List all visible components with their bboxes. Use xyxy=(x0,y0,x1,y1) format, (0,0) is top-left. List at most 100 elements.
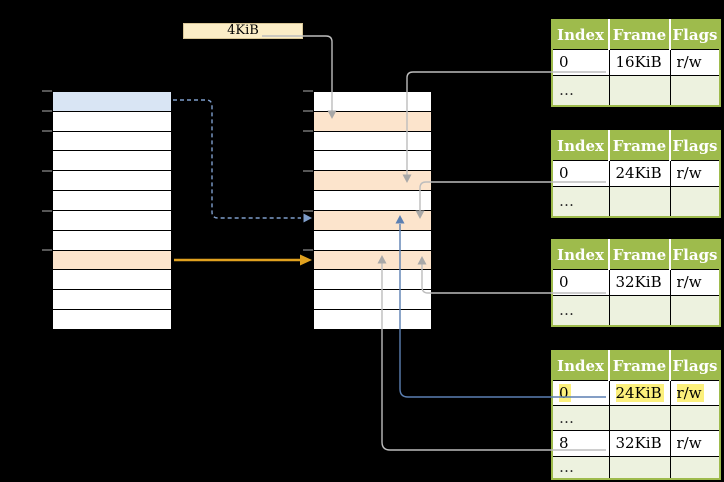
page0-to-frame-24kib-dashed-line xyxy=(173,99,301,219)
page-table-1-header-frame: Frame xyxy=(609,20,671,50)
highlighted-value: 24KiB xyxy=(615,383,664,402)
virtual-memory-column-row-4 xyxy=(53,171,171,192)
page-size-label-box: 4KiB xyxy=(183,23,303,39)
page-size-label: 4KiB xyxy=(227,23,259,38)
page-table-4-row-0-cell-2: r/w xyxy=(669,379,721,406)
page-table-4-row-3-cell-0: … xyxy=(551,455,610,480)
page-table-3-row-0-cell-1: 32KiB xyxy=(608,268,671,296)
page-table-4-row-0-cell-0: 0 xyxy=(551,379,610,406)
page-table-3-row-1-cell-0: … xyxy=(551,294,610,327)
physical-memory-column-tick xyxy=(303,169,313,172)
page-table-4-row-2-cell-2: r/w xyxy=(669,429,721,457)
page-table-1-header-flags: Flags xyxy=(670,20,720,50)
page-table-2-row-1-cell-2 xyxy=(669,185,721,218)
physical-memory-column-tick xyxy=(303,109,313,112)
page-table-3-header-flags: Flags xyxy=(670,240,720,270)
page-table-1-row-1-cell-2 xyxy=(669,74,721,107)
physical-memory-column-tick xyxy=(303,129,313,132)
page-table-4-row-0-cell-1: 24KiB xyxy=(608,379,671,406)
physical-memory-column-row-2 xyxy=(314,132,431,152)
virtual-memory-column-tick xyxy=(42,249,52,252)
page-table-1-row-0-cell-0: 0 xyxy=(551,48,610,76)
physical-memory-column-row-10 xyxy=(314,290,431,311)
virtual-memory-column-tick xyxy=(42,209,52,212)
highlighted-value: 0 xyxy=(559,383,571,402)
page-table-2-header-frame: Frame xyxy=(609,131,671,161)
page-table-2-row-1-cell-0: … xyxy=(551,185,610,218)
page-table-3-header-index: Index xyxy=(552,240,610,270)
physical-memory-column-row-3 xyxy=(314,151,431,172)
virtual-memory-column-row-1 xyxy=(53,112,171,132)
physical-memory-column-tick xyxy=(303,90,313,92)
page-table-1-row-0-cell-2: r/w xyxy=(669,48,721,76)
page-table-4-row-2-cell-0: 8 xyxy=(551,429,610,457)
virtual-memory-column-row-8 xyxy=(53,250,171,271)
page-table-1-row-1: … xyxy=(551,74,721,107)
page-table-2-row-1-cell-1 xyxy=(608,185,671,218)
page-table-3-row-1-cell-2 xyxy=(669,294,721,327)
page-table-2-row-0-cell-0: 0 xyxy=(551,159,610,187)
page-table-1-row-0-cell-1: 16KiB xyxy=(608,48,671,76)
page-table-4-row-1-cell-0: … xyxy=(551,404,610,431)
virtual-memory-column-row-10 xyxy=(53,290,171,311)
page-table-4-row-3-cell-2 xyxy=(669,455,721,480)
physical-memory-column-row-7 xyxy=(314,231,431,251)
virtual-memory-column-row-11 xyxy=(53,310,171,329)
physical-memory-column-row-0 xyxy=(314,92,431,112)
page-table-3-row-0-cell-0: 0 xyxy=(551,268,610,296)
page-table-1-row-1-cell-0: … xyxy=(551,74,610,107)
page-to-frame-32kib-orange-arrowhead xyxy=(300,254,312,266)
page-table-2-row-0-cell-2: r/w xyxy=(669,159,721,187)
physical-memory-column-tick xyxy=(303,209,313,212)
page-table-4-header-frame: Frame xyxy=(609,351,671,381)
virtual-memory-column-row-3 xyxy=(53,151,171,172)
virtual-memory-column-tick xyxy=(42,109,52,112)
page-table-4-row-1: … xyxy=(551,404,721,431)
physical-memory-column-row-4 xyxy=(314,171,431,192)
page-table-4-row-3-cell-1 xyxy=(608,455,671,480)
virtual-memory-column-row-0 xyxy=(53,92,171,112)
page-table-3-row-0-cell-2: r/w xyxy=(669,268,721,296)
physical-memory-column-row-9 xyxy=(314,270,431,291)
page-table-1-header-index: Index xyxy=(552,20,610,50)
page-table-1-row-1-cell-1 xyxy=(608,74,671,107)
page-table-4-row-0: 0 24KiB r/w xyxy=(551,379,721,406)
physical-memory-column-row-11 xyxy=(314,310,431,329)
highlighted-value: r/w xyxy=(676,383,704,402)
page-table-3-row-1-cell-1 xyxy=(608,294,671,327)
page-table-4-row-3: … xyxy=(551,455,721,480)
virtual-memory-column-row-9 xyxy=(53,270,171,291)
page-table-2-header-index: Index xyxy=(552,131,610,161)
page-table-4-header-index: Index xyxy=(552,351,610,381)
page-table-3-header-frame: Frame xyxy=(609,240,671,270)
physical-memory-column-tick xyxy=(303,249,313,252)
virtual-memory-column-row-7 xyxy=(53,231,171,251)
physical-memory-column xyxy=(313,91,432,330)
page-table-2-row-0-cell-1: 24KiB xyxy=(608,159,671,187)
virtual-memory-column-tick xyxy=(42,129,52,132)
page0-to-frame-24kib-dashed-arrowhead xyxy=(303,213,312,223)
physical-memory-column-row-8 xyxy=(314,250,431,271)
physical-memory-column-row-5 xyxy=(314,191,431,211)
virtual-memory-column-row-6 xyxy=(53,211,171,231)
page-table-2-row-1: … xyxy=(551,185,721,218)
physical-memory-column-row-6 xyxy=(314,210,431,231)
page-table-4-row-1-cell-2 xyxy=(669,404,721,431)
virtual-memory-column-row-5 xyxy=(53,191,171,211)
page-table-4-row-2-cell-1: 32KiB xyxy=(608,429,671,457)
virtual-memory-column-tick xyxy=(42,169,52,172)
page-table-3-row-1: … xyxy=(551,294,721,327)
